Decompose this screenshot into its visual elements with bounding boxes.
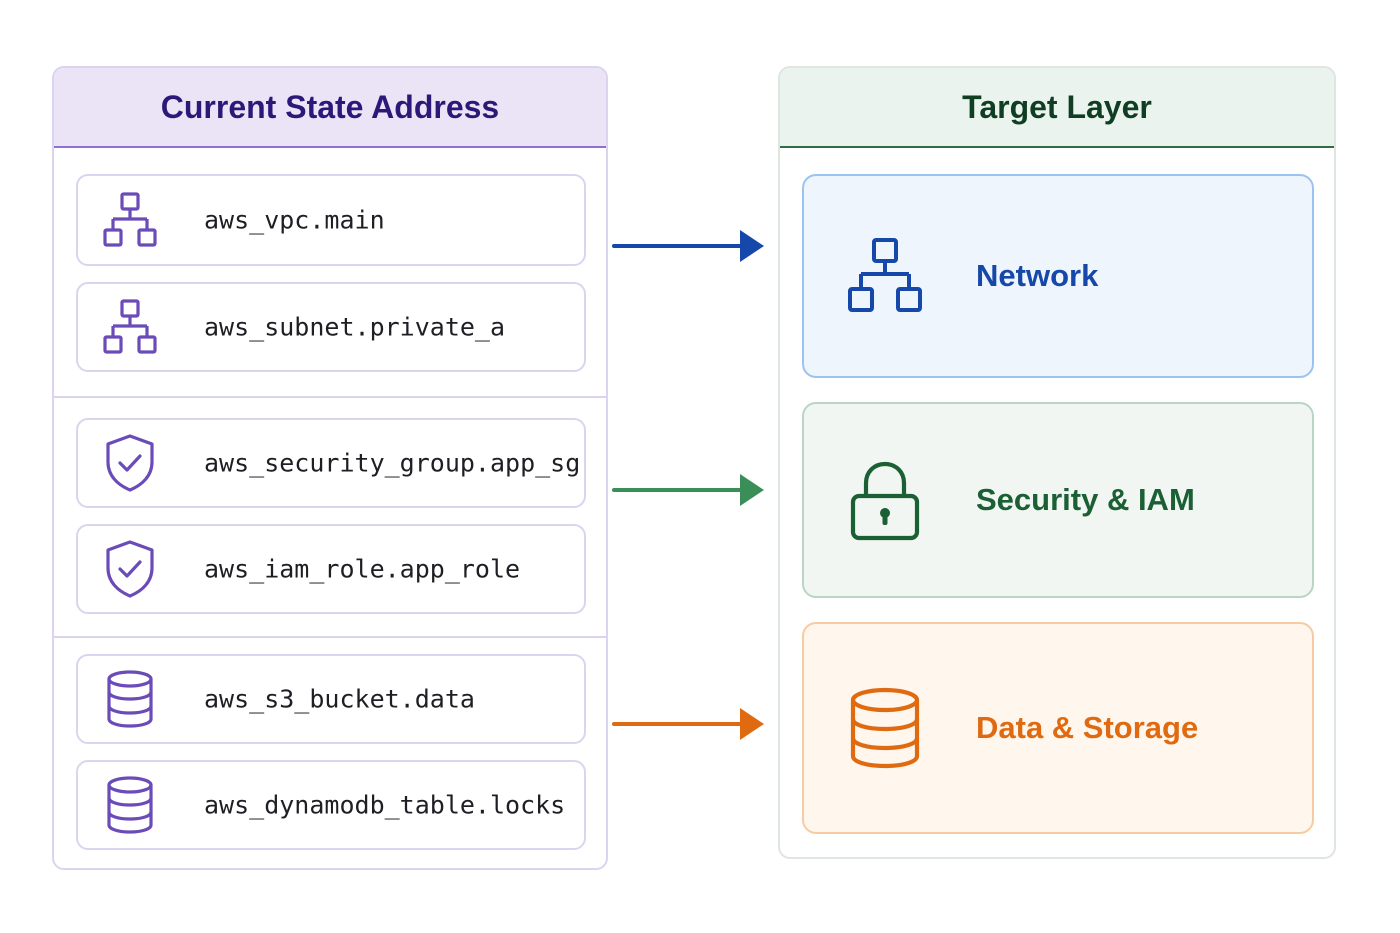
shield-check-icon <box>102 432 158 494</box>
layer-label: Security & IAM <box>976 482 1195 517</box>
database-icon <box>846 686 924 770</box>
arrow-to-data <box>612 704 768 744</box>
arrow-to-network <box>612 226 768 266</box>
layer-security-iam[interactable]: Security & IAM <box>802 402 1314 598</box>
resource-label: aws_s3_bucket.data <box>204 684 475 714</box>
target-layer-title: Target Layer <box>780 68 1334 148</box>
network-hierarchy-icon <box>102 296 158 358</box>
shield-check-icon <box>102 538 158 600</box>
resource-label: aws_iam_role.app_role <box>204 554 521 584</box>
resource-label: aws_security_group.app_sg <box>204 448 581 478</box>
padlock-icon <box>846 458 924 542</box>
resource-item-iam-role[interactable]: aws_iam_role.app_role <box>76 524 586 614</box>
resource-label: aws_dynamodb_table.locks <box>204 790 566 820</box>
current-state-title: Current State Address <box>54 68 606 148</box>
current-state-panel: Current State Address aws_vpc.main aws_s… <box>52 66 608 870</box>
resource-item-vpc[interactable]: aws_vpc.main <box>76 174 586 266</box>
target-layer-panel: Target Layer Network Security & IAM <box>778 66 1336 859</box>
arrow-to-security <box>612 470 768 510</box>
layer-network[interactable]: Network <box>802 174 1314 378</box>
layer-label: Data & Storage <box>976 710 1199 745</box>
layer-data-storage[interactable]: Data & Storage <box>802 622 1314 834</box>
network-hierarchy-icon <box>102 189 158 251</box>
network-hierarchy-icon <box>846 234 924 318</box>
resource-item-subnet[interactable]: aws_subnet.private_a <box>76 282 586 372</box>
group-divider <box>54 396 606 398</box>
database-icon <box>102 774 158 836</box>
layer-label: Network <box>976 258 1099 293</box>
resource-item-dynamodb-table[interactable]: aws_dynamodb_table.locks <box>76 760 586 850</box>
resource-label: aws_vpc.main <box>204 205 385 235</box>
resource-item-security-group[interactable]: aws_security_group.app_sg <box>76 418 586 508</box>
resource-label: aws_subnet.private_a <box>204 312 506 342</box>
group-divider <box>54 636 606 638</box>
database-icon <box>102 668 158 730</box>
resource-item-s3-bucket[interactable]: aws_s3_bucket.data <box>76 654 586 744</box>
